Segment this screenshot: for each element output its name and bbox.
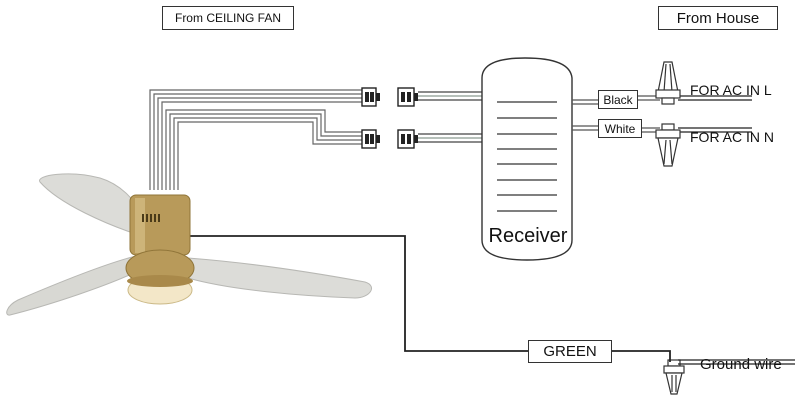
connector-lower-fan-side	[361, 129, 380, 149]
connector-upper-receiver-side	[397, 87, 418, 107]
from-ceiling-fan-label: From CEILING FAN	[162, 6, 294, 30]
wire-nut-ground-icon	[663, 359, 685, 395]
receiver-lines	[497, 101, 557, 212]
receiver-label: Receiver	[488, 225, 568, 247]
ceiling-fan-illustration	[6, 173, 372, 316]
connector-lower-receiver-side	[397, 129, 418, 149]
fan-wire-bundle	[149, 89, 362, 190]
black-wire-label: Black	[598, 90, 638, 109]
receiver-box	[481, 57, 573, 261]
for-ac-in-n-label: FOR AC IN N	[690, 129, 775, 145]
ground-wire-label: Ground wire	[700, 356, 782, 373]
white-wire-label: White	[598, 119, 642, 138]
wire-nut-top-icon	[655, 61, 681, 105]
receiver-input-wires	[418, 91, 483, 143]
green-wire-label: GREEN	[528, 340, 612, 363]
connector-upper-fan-side	[361, 87, 380, 107]
wire-nut-middle-icon	[655, 123, 681, 167]
for-ac-in-l-label: FOR AC IN L	[690, 82, 772, 98]
from-house-label: From House	[658, 6, 778, 30]
ground-wire-path	[190, 235, 795, 365]
